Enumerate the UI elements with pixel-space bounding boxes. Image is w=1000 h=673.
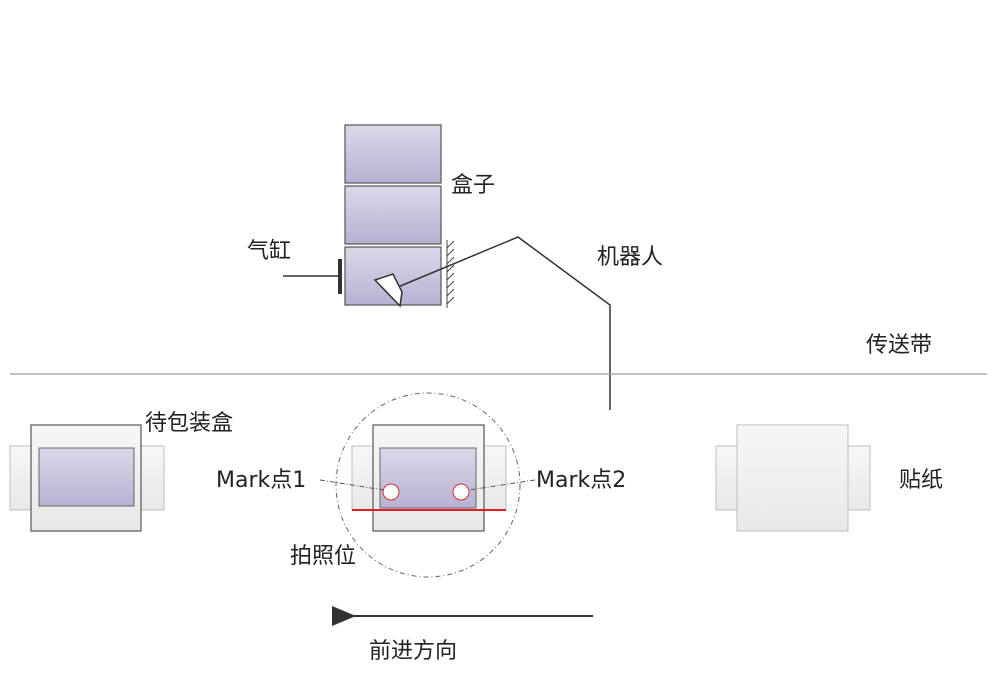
box-label: 盒子 [451, 173, 495, 198]
conveyor-label: 传送带 [866, 333, 932, 358]
mark-point-1 [382, 483, 400, 501]
camera-field-circle [335, 392, 521, 578]
stacked-box-1 [344, 124, 442, 184]
direction-label: 前进方向 [369, 639, 457, 664]
cylinder [283, 259, 342, 294]
sticker [715, 424, 871, 532]
mark-point-2 [452, 483, 470, 501]
pending-box-label: 待包装盒 [145, 411, 233, 436]
mark1-leader [319, 479, 385, 491]
mark2-leader [468, 479, 536, 491]
pending-box [9, 424, 165, 532]
wall-hatch [446, 240, 455, 308]
photo-position-label: 拍照位 [290, 544, 356, 569]
robot-arm [373, 236, 611, 410]
cylinder-label: 气缸 [247, 239, 291, 264]
photo-position [319, 392, 536, 578]
pending-box-content [38, 447, 135, 507]
sticker-label: 贴纸 [899, 468, 943, 493]
mark1-label: Mark点1 [216, 468, 306, 493]
mark2-label: Mark点2 [536, 468, 626, 493]
robot-gripper [373, 273, 403, 308]
robot-label: 机器人 [597, 245, 663, 270]
stacked-box-2 [344, 185, 442, 245]
